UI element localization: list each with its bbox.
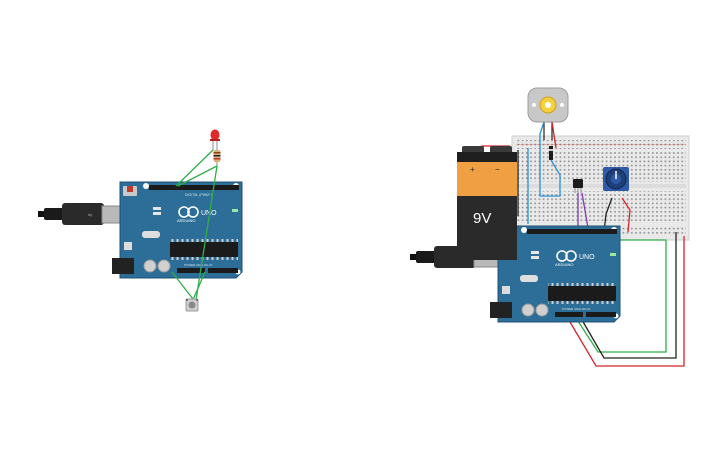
crystal (142, 231, 160, 238)
bottom-header-label: POWER ANALOG IN (562, 307, 590, 311)
wires-right[interactable] (481, 121, 685, 367)
digital-header (149, 185, 239, 190)
diode[interactable] (549, 146, 553, 160)
power-jack (490, 302, 512, 318)
push-button[interactable] (185, 298, 199, 312)
dc-motor[interactable] (527, 87, 569, 140)
potentiometer[interactable] (603, 167, 629, 191)
arduino-board-left[interactable]: DIGITAL (PWM~) ARDUINO UNO POWER ANALOG … (112, 181, 243, 279)
transistor[interactable] (573, 179, 583, 193)
battery-9v[interactable]: + − 9V (457, 146, 517, 260)
battery-voltage-label: 9V (473, 210, 491, 227)
right-circuit: ARDUINO UNO POWER ANALOG IN + − 9V (410, 87, 690, 367)
battery-minus-label: − (495, 165, 500, 174)
resistor[interactable] (213, 148, 221, 166)
breadboard[interactable] (511, 135, 690, 241)
svg-text:⇆: ⇆ (88, 213, 92, 219)
capacitor (157, 259, 171, 273)
reset-button[interactable] (127, 186, 133, 192)
green-wires-left[interactable] (171, 149, 218, 304)
bottom-header-label: POWER ANALOG IN (184, 263, 212, 267)
digital-header (527, 229, 617, 234)
red-led[interactable] (210, 129, 220, 151)
microcontroller-chip (548, 286, 616, 301)
digital-header-label: DIGITAL (PWM~) (185, 193, 212, 197)
left-circuit: ⇆ DIGITAL (PWM~) ARDUINO UNO (38, 129, 243, 312)
arduino-logo-icon (178, 206, 190, 218)
analog-header (208, 268, 238, 273)
brand-label: ARDUINO (177, 218, 195, 223)
power-header (177, 268, 205, 273)
arduino-logo-icon (556, 250, 568, 262)
power-jack (112, 258, 134, 274)
brand-label: ARDUINO (555, 262, 573, 267)
battery-plus-label: + (470, 165, 475, 174)
capacitor (143, 259, 157, 273)
model-label: UNO (579, 254, 595, 261)
